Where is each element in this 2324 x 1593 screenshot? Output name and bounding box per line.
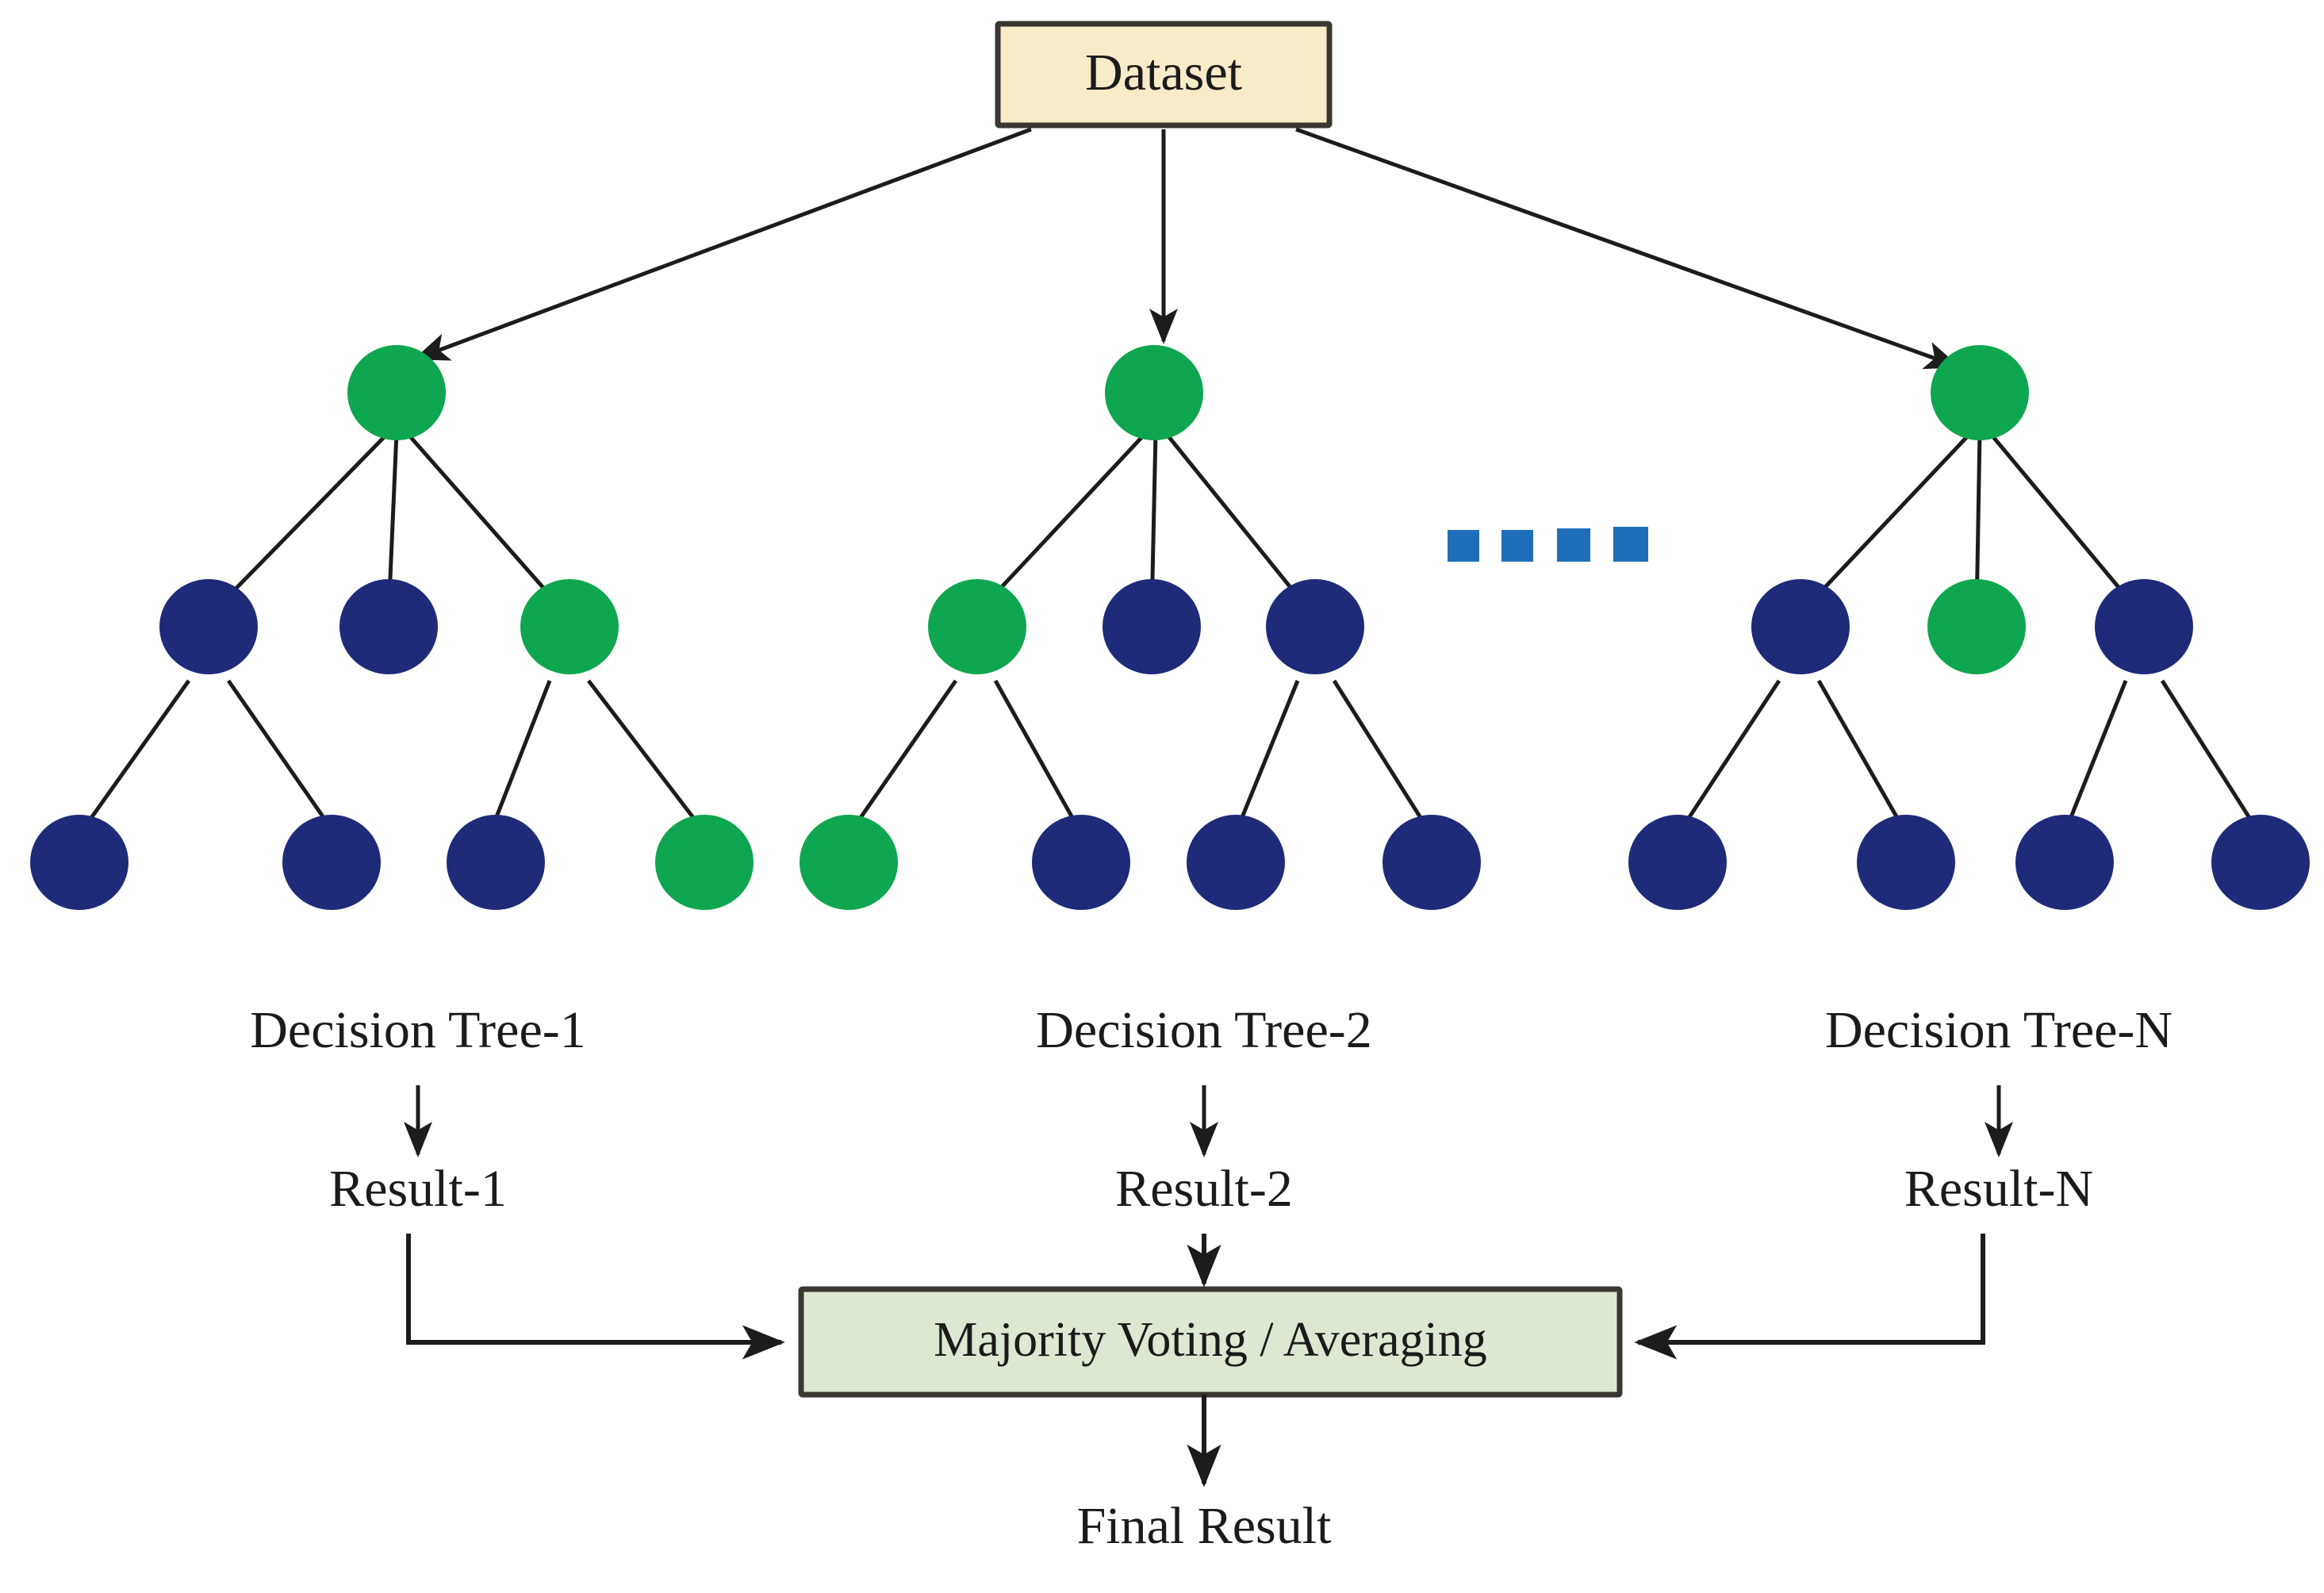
- tree-2-edge-c3-l3: [1235, 680, 1300, 830]
- tree-n-edge-c1-l1: [1679, 679, 1781, 831]
- tree-2-result-label: Result-2: [1115, 1160, 1293, 1218]
- tree-1-edge-c3-l4: [587, 679, 704, 831]
- tree-n-group: [1628, 345, 2310, 910]
- tree-1-level2-node-3[interactable]: [520, 579, 619, 674]
- ellipsis-square-2: [1501, 530, 1533, 562]
- tree-1-edge-c1-l2: [226, 679, 334, 831]
- tree-2-edge-root-c1: [974, 427, 1152, 616]
- tree-n-result-label: Result-N: [1904, 1160, 2093, 1218]
- ellipsis-square-4: [1613, 527, 1648, 562]
- ellipsis-square-3: [1557, 528, 1590, 562]
- tree-2-root-node[interactable]: [1105, 345, 1203, 440]
- tree-1-level2-node-1[interactable]: [159, 579, 258, 674]
- ellipsis-square-1: [1448, 530, 1479, 562]
- tree-2-caption: Decision Tree-2: [1036, 1001, 1371, 1059]
- tree-1-leaf-3[interactable]: [447, 815, 545, 910]
- tree-2-leaf-2[interactable]: [1032, 815, 1130, 910]
- tree-2-level2-node-1[interactable]: [928, 579, 1026, 674]
- tree-1-edge-c3-l3: [489, 680, 552, 830]
- arrow-dataset-to-tree-1: [413, 127, 1032, 361]
- tree-2-level2-node-2[interactable]: [1103, 579, 1201, 674]
- tree-n-leaf-4[interactable]: [2211, 815, 2310, 910]
- tree-1-edge-root-c3: [401, 427, 569, 616]
- tree-2-edge-root-c3: [1160, 427, 1314, 616]
- tree-n-leaf-2[interactable]: [1857, 815, 1955, 910]
- tree-2-leaf-4[interactable]: [1383, 815, 1481, 910]
- more-trees-ellipsis: [1448, 527, 1648, 562]
- tree-2-level2-node-3[interactable]: [1266, 579, 1364, 674]
- tree-n-caption: Decision Tree-N: [1825, 1001, 2173, 1059]
- tree-2-edge-c1-l1: [850, 679, 958, 831]
- tree-2-leaf-3[interactable]: [1187, 815, 1285, 910]
- tree-2-group: [800, 345, 1481, 910]
- connector-result-n-to-aggregator: [1634, 1234, 1985, 1360]
- tree-2-edge-c1-l2: [993, 679, 1081, 831]
- tree-1-edge-root-c1: [209, 427, 394, 616]
- tree-n-leaf-1[interactable]: [1628, 815, 1727, 910]
- tree-n-root-node[interactable]: [1931, 345, 2029, 440]
- tree-n-edge-root-c1: [1797, 427, 1977, 616]
- tree-1-group: [30, 345, 754, 910]
- tree-1-level2-node-2[interactable]: [339, 579, 438, 674]
- tree-2-leaf-1[interactable]: [800, 815, 898, 910]
- dataset-box[interactable]: Dataset: [995, 21, 1333, 129]
- tree-1-root-node[interactable]: [347, 345, 446, 440]
- tree-n-level2-node-1[interactable]: [1751, 579, 1850, 674]
- tree-n-leaf-3[interactable]: [2015, 815, 2114, 910]
- dataset-box-label: Dataset: [1085, 44, 1242, 102]
- tree-n-level2-node-3[interactable]: [2095, 579, 2193, 674]
- tree-1-leaf-1[interactable]: [30, 815, 128, 910]
- arrow-dataset-to-tree-n: [1295, 127, 1961, 370]
- tree-n-edge-root-c3: [1985, 427, 2143, 616]
- dataset-to-roots-arrows: [413, 127, 1961, 370]
- final-result-label: Final Result: [1077, 1497, 1332, 1555]
- tree-n-edge-c1-l2: [1816, 679, 1906, 831]
- tree-n-edge-c3-l3: [2064, 680, 2128, 830]
- connector-result-1-to-aggregator: [406, 1234, 785, 1360]
- tree-2-edge-c3-l4: [1332, 679, 1430, 831]
- tree-n-level2-node-2[interactable]: [1927, 579, 2026, 674]
- tree-1-caption: Decision Tree-1: [250, 1001, 585, 1059]
- tree-1-leaf-4[interactable]: [655, 815, 754, 910]
- tree-n-edge-c3-l4: [2160, 679, 2259, 831]
- tree-1-leaf-2[interactable]: [282, 815, 381, 910]
- aggregator-box-label: Majority Voting / Averaging: [934, 1313, 1486, 1367]
- tree-1-edge-c1-l1: [81, 679, 191, 831]
- tree-1-result-label: Result-1: [329, 1160, 507, 1218]
- aggregator-box[interactable]: Majority Voting / Averaging: [798, 1286, 1623, 1398]
